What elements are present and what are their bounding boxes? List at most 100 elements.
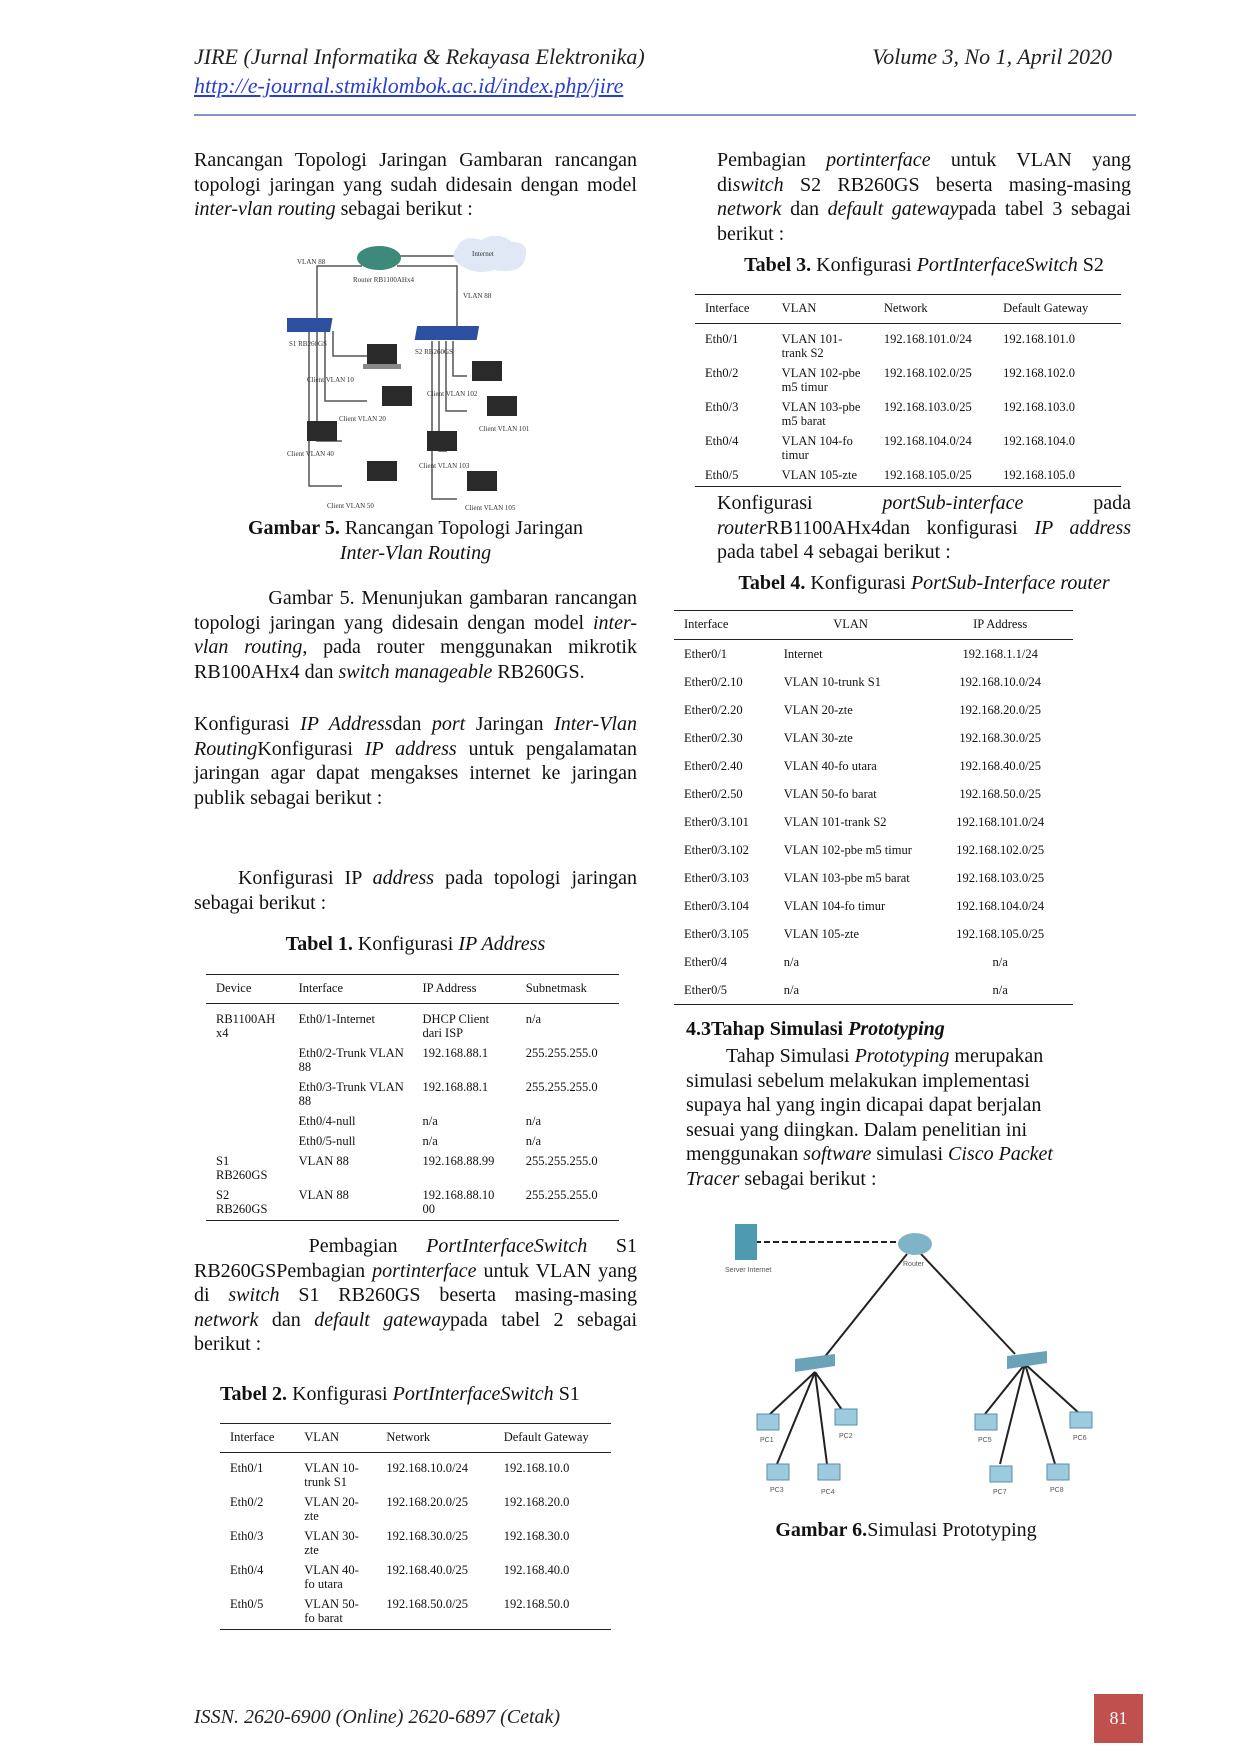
caption-text-line2: Inter-Vlan Routing (339, 541, 492, 564)
table-cell: 192.168.102.0 (1003, 366, 1076, 380)
table-cell: Eth0/5 (695, 465, 772, 487)
table-cell: 255.255.255.0 (525, 1154, 598, 1168)
column-header: Interface (220, 1423, 295, 1453)
text: Jaringan (465, 713, 555, 735)
text: Konfigurasi (257, 737, 365, 760)
paragraph-ip-config-intro: Konfigurasi IP Addressdan port Jaringan … (194, 712, 637, 810)
text: merupakan simulasi sebelum melakukan imp… (686, 1045, 1044, 1165)
text: Konfigurasi (194, 713, 301, 735)
paragraph-s2-port-interface: Pembagian portinterface untuk VLAN yang … (717, 148, 1131, 246)
text: dan (392, 713, 432, 735)
table-cell: Eth0/1 (705, 332, 739, 346)
column-header: VLAN (294, 1423, 377, 1453)
journal-url-link[interactable]: http://e-journal.stmiklombok.ac.id/index… (194, 73, 624, 98)
table-label: Tabel 1. (285, 933, 353, 955)
column-header: Network (376, 1423, 494, 1453)
table-title-text: Konfigurasi (811, 254, 917, 276)
volume-info: Volume 3, No 1, April 2020 (872, 44, 1112, 69)
column-header: Network (873, 294, 994, 324)
table-cell (206, 1077, 289, 1111)
italic-text: network (717, 198, 782, 220)
table-cell: Eth0/4-null (298, 1114, 356, 1128)
table-cell: VLAN 10-trunk S1 (783, 675, 881, 689)
text: RB260GS. (492, 660, 585, 683)
italic-text: portinterface (372, 1259, 477, 1282)
text: untuk VLAN yang di (194, 1259, 637, 1307)
column-header: IP Address (925, 610, 1073, 640)
text: pada tabel 3 sebagai berikut : (717, 198, 1131, 245)
table-4-title: Tabel 4. Konfigurasi PortSub-Interface r… (717, 571, 1131, 596)
pc-label: PC5 (978, 1437, 992, 1444)
page-number: 81 (1094, 1694, 1143, 1743)
table-cell: Eth0/3 (230, 1529, 264, 1543)
table-cell: VLAN 30-zte (783, 731, 853, 745)
table-cell: 192.168.50.0/25 (376, 1594, 494, 1630)
client-label: Client VLAN 50 (327, 502, 374, 510)
text: Tahap Simulasi (686, 1045, 855, 1067)
figure-6-caption: Gambar 6.Simulasi Prototyping (686, 1518, 1126, 1543)
caption-text: Rancangan Topologi Jaringan (339, 517, 584, 539)
table-cell: 192.168.1.1/24 (962, 647, 1038, 661)
italic-text: inter-vlan routing (194, 611, 637, 659)
column-header: Device (206, 974, 289, 1004)
footer-issn: ISSN. 2620-6900 (Online) 2620-6897 (Ceta… (194, 1706, 561, 1728)
journal-title: JIRE (Jurnal Informatika & Rekayasa Elek… (194, 44, 645, 69)
table-cell: 192.168.88.99 (422, 1154, 495, 1168)
text: S1 RB260GS beserta masing-masing (279, 1284, 637, 1306)
table-cell: 192.168.20.0/25 (959, 703, 1041, 717)
table-cell: 192.168.40.0 (503, 1563, 570, 1577)
text: Rancangan Topologi Jaringan Gambaran ran… (194, 149, 637, 196)
table-cell: 192.168.88.1 (422, 1080, 489, 1094)
table-cell: 192.168.10.0/24 (386, 1461, 468, 1475)
italic-text: portinterface (826, 149, 931, 171)
table-cell: VLAN 103-pbe m5 barat (781, 400, 861, 428)
table-cell: Internet (783, 647, 823, 661)
table-cell: 192.168.101.0 (1003, 332, 1076, 346)
text: dan (258, 1308, 315, 1331)
table-cell: n/a (525, 1114, 542, 1128)
table-cell: Ether0/4 (684, 955, 728, 969)
paragraph-figure-5-description: Gambar 5. Menunjukan gambaran rancangan … (194, 586, 637, 684)
text: dan (781, 198, 828, 220)
table-cell: 255.255.255.0 (525, 1046, 598, 1060)
table-cell: 192.168.105.0/25 (956, 927, 1045, 941)
italic-text: software (803, 1143, 872, 1165)
table-cell: VLAN 105-zte (771, 465, 874, 487)
table-cell: Eth0/5 (220, 1594, 295, 1630)
table-cell: 192.168.102.0/25 (883, 366, 972, 380)
text: Konfigurasi (717, 492, 883, 514)
table-cell: VLAN 101-trank S2 (783, 815, 887, 829)
italic-text: Inter-Vlan Routing (194, 713, 637, 760)
table-cell: Ether0/3.102 (684, 843, 749, 857)
table-cell: 192.168.50.0 (493, 1594, 611, 1630)
text: Konfigurasi IP (194, 867, 373, 889)
table-cell: 255.255.255.0 (515, 1185, 619, 1221)
table-cell: Eth0/2 (230, 1495, 264, 1509)
table-3-title: Tabel 3. Konfigurasi PortInterfaceSwitch… (717, 253, 1131, 278)
table-cell: Eth0/1 (230, 1461, 264, 1475)
table-cell: 192.168.104.0 (1003, 434, 1076, 448)
client-label: Client VLAN 101 (479, 425, 530, 433)
table-cell: 255.255.255.0 (525, 1080, 598, 1094)
table-cell: 192.168.101.0/24 (956, 815, 1045, 829)
table-cell: Eth0/3 (705, 400, 739, 414)
table-cell: VLAN 102-pbe m5 timur (781, 366, 861, 394)
table-title-end: S2 (1077, 254, 1104, 276)
table-title-italic: IP Address (458, 933, 546, 955)
table-cell: Ether0/2.10 (684, 675, 743, 689)
column-header: Default Gateway (493, 1423, 611, 1453)
italic-text: IP Address (300, 713, 393, 735)
paragraph-s1-port-interface: Pembagian PortInterfaceSwitch S1 RB260GS… (194, 1234, 637, 1357)
table-cell: VLAN 101-trank S2 (781, 332, 843, 360)
table-cell: Eth0/2-Trunk VLAN 88 (298, 1046, 404, 1074)
